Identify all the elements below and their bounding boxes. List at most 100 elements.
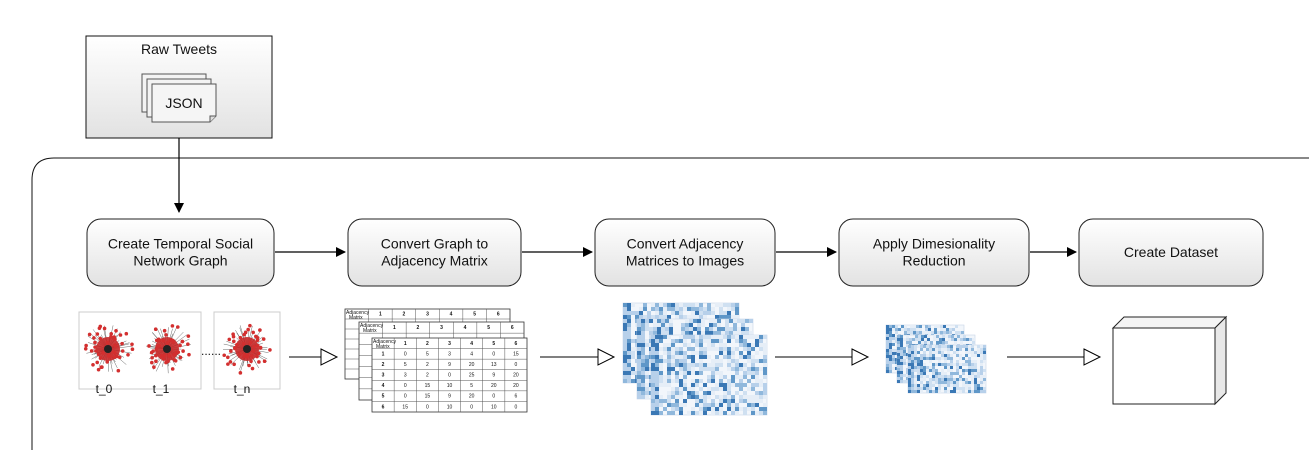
matrix-cell: 9 — [448, 394, 451, 400]
matrix-column-header: 3 — [448, 341, 451, 347]
matrix-column-header: 4 — [470, 341, 473, 347]
step-convert-images-label: Convert Adjacency — [627, 236, 744, 252]
matrix-cell: 0 — [470, 404, 473, 410]
step-convert-matrix-label: Adjacency Matrix — [381, 253, 488, 269]
matrix-corner-label: Matrix — [349, 315, 363, 321]
json-label: JSON — [165, 95, 202, 111]
matrix-cell: 0 — [448, 373, 451, 379]
graph-ellipsis: ...... — [201, 344, 221, 358]
heatmap-front — [650, 334, 768, 416]
matrix-cell: 2 — [382, 362, 385, 368]
matrix-cell: 2 — [426, 362, 429, 368]
matrix-cell: 15 — [402, 404, 408, 410]
matrix-cell: 3 — [404, 373, 407, 379]
step-create-dataset: Create Dataset — [1078, 218, 1264, 287]
matrix-column-header: 6 — [497, 312, 500, 318]
matrix-cell: 25 — [469, 373, 475, 379]
matrix-column-header: 2 — [417, 325, 420, 331]
matrix-cell: 15 — [425, 383, 431, 389]
pipeline-container — [31, 157, 1309, 450]
matrix-cell: 5 — [470, 383, 473, 389]
step-create-dataset-label: Create Dataset — [1124, 244, 1218, 260]
step-convert-matrix-label: Convert Graph to — [381, 236, 489, 252]
step-create-dataset-box — [1078, 218, 1264, 287]
matrix-cell: 0 — [492, 351, 495, 357]
step-dimensionality-reduction-label: Apply Dimesionality — [873, 236, 995, 252]
matrix-cell: 2 — [426, 373, 429, 379]
matrix-column-header: 1 — [379, 312, 382, 318]
json-documents-icon: JSON — [141, 73, 217, 123]
matrix-cell: 0 — [404, 394, 407, 400]
step-convert-images-box — [594, 218, 776, 287]
matrix-cell: 6 — [382, 404, 385, 410]
matrix-cell: 9 — [448, 362, 451, 368]
matrix-column-header: 5 — [473, 312, 476, 318]
matrix-corner-label: Adjacency — [360, 323, 384, 329]
matrix-cell: 10 — [447, 404, 453, 410]
step-dimensionality-reduction-label: Reduction — [902, 253, 965, 269]
matrix-cell: 20 — [469, 362, 475, 368]
matrix-column-header: 5 — [487, 325, 490, 331]
matrix-cell: 0 — [404, 383, 407, 389]
matrix-column-header: 6 — [515, 341, 518, 347]
step-create-graph-box — [86, 218, 275, 287]
hollow-arrow-4 — [1007, 348, 1102, 366]
matrix-cell: 5 — [404, 362, 407, 368]
matrix-cell: 9 — [492, 373, 495, 379]
step-convert-images-label: Matrices to Images — [626, 253, 744, 269]
matrix-column-header: 6 — [511, 325, 514, 331]
raw-tweets-title: Raw Tweets — [141, 41, 217, 57]
matrix-cell: 5 — [426, 351, 429, 357]
matrix-column-header: 5 — [492, 341, 495, 347]
matrix-cell: 13 — [491, 362, 497, 368]
step-convert-matrix-box — [347, 218, 522, 287]
graph-node-cluster-tn — [222, 323, 272, 375]
graph-label-t1: t_1 — [153, 382, 170, 396]
matrix-corner-label: Matrix — [363, 328, 377, 334]
matrix-column-header: 4 — [450, 312, 453, 318]
matrix-corner-label: Adjacency — [373, 339, 397, 345]
matrix-column-header: 2 — [426, 341, 429, 347]
step-create-graph-label: Network Graph — [133, 253, 227, 269]
matrix-cell: 10 — [491, 404, 497, 410]
matrix-column-header: 4 — [464, 325, 467, 331]
matrix-cell: 10 — [447, 383, 453, 389]
hollow-arrow-2 — [540, 348, 616, 366]
matrix-cell: 0 — [492, 394, 495, 400]
matrix-cell: 0 — [515, 362, 518, 368]
matrix-column-header: 1 — [393, 325, 396, 331]
graph-label-tn: t_n — [234, 382, 251, 396]
matrix-cell: 20 — [491, 383, 497, 389]
graph-node-cluster-t0 — [83, 324, 135, 373]
matrix-cell: 0 — [515, 404, 518, 410]
matrix-cell: 3 — [448, 351, 451, 357]
matrix-cell: 5 — [382, 394, 385, 400]
graph-snapshots: t_0 t_1 t_n ...... — [78, 311, 281, 396]
matrix-cell: 0 — [426, 404, 429, 410]
matrix-cell: 20 — [513, 383, 519, 389]
graph-label-t0: t_0 — [96, 382, 113, 396]
matrix-cell: 0 — [404, 351, 407, 357]
matrix-cell: 3 — [382, 373, 385, 379]
matrix-corner-label: Matrix — [376, 344, 390, 350]
graph-node-cluster-t1 — [145, 324, 191, 374]
matrix-cell: 15 — [425, 394, 431, 400]
matrix-cell: 20 — [513, 373, 519, 379]
matrix-cell: 4 — [382, 383, 385, 389]
reduced-image-front — [907, 344, 987, 394]
reduced-image-stack — [885, 324, 987, 394]
step-dimensionality-reduction-box — [838, 218, 1030, 287]
matrix-column-header: 3 — [440, 325, 443, 331]
matrix-cell: 1 — [382, 351, 385, 357]
matrix-column-header: 2 — [403, 312, 406, 318]
step-create-graph-label: Create Temporal Social — [108, 236, 253, 252]
matrix-corner-label: Adjacency — [346, 310, 370, 316]
